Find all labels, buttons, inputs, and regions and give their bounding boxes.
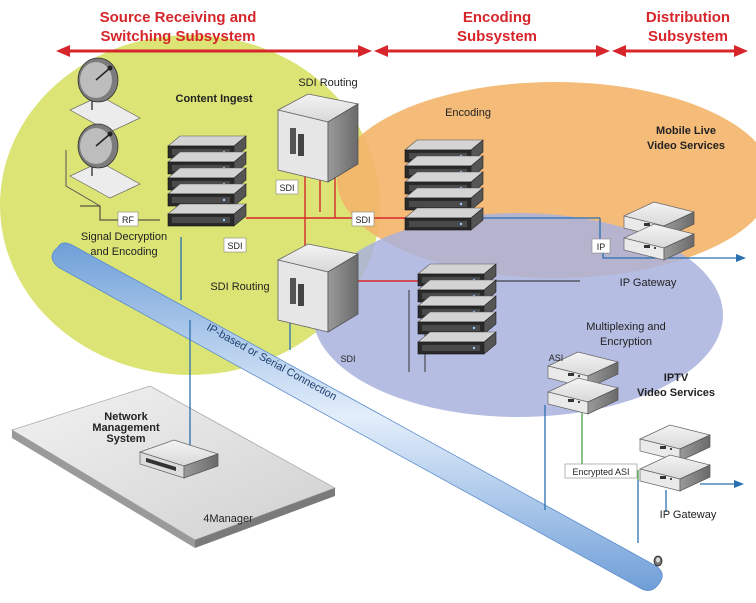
arrow-ip-out-top — [736, 254, 746, 262]
header-source-line1: Source Receiving and — [100, 9, 257, 26]
dish-bracket — [65, 150, 101, 207]
tag-ip: IP — [591, 238, 611, 254]
header-encoding-line2: Subsystem — [457, 28, 537, 45]
header-source-line2: Switching Subsystem — [100, 28, 255, 45]
label-iptv-line1: IPTV — [664, 372, 689, 384]
label-encoding: Encoding — [445, 107, 491, 119]
sdi-routing-mid-box — [276, 243, 360, 333]
label-sdi-4: SDI — [340, 354, 355, 364]
sdi-routing-top-box — [276, 93, 360, 183]
label-content-ingest: Content Ingest — [176, 93, 253, 105]
header-encoding: Encoding Subsystem — [457, 9, 537, 45]
label-mobile-live-line2: Video Services — [647, 140, 725, 152]
label-ip-gateway-top: IP Gateway — [620, 277, 677, 289]
tag-sdi-3-text: SDI — [355, 215, 370, 225]
label-iptv-line2: Video Services — [637, 387, 715, 399]
label-signal-decryption-line1: Signal Decryption — [81, 231, 167, 243]
label-sdi-routing-top: SDI Routing — [298, 77, 357, 89]
label-ip-gateway-bottom: IP Gateway — [660, 509, 717, 521]
label-sdi-routing-mid: SDI Routing — [210, 281, 269, 293]
label-nms-line2: Management — [92, 422, 160, 434]
tag-ip-text: IP — [597, 242, 606, 252]
label-manager: 4Manager — [203, 513, 253, 525]
label-nms-line1: Network — [104, 411, 148, 423]
tag-sdi-2: SDI — [223, 237, 247, 253]
tag-rf: RF — [117, 211, 139, 227]
header-distribution-line2: Subsystem — [648, 28, 728, 45]
iptv-zone — [313, 213, 723, 417]
tag-encrypted-asi: Encrypted ASI — [564, 463, 638, 479]
content-ingest-rack — [167, 135, 247, 227]
arrow-ip-out-bottom — [734, 480, 744, 488]
tag-encrypted-asi-text: Encrypted ASI — [572, 467, 629, 477]
satellite-dish-bottom — [69, 123, 141, 199]
tag-sdi-3: SDI — [351, 211, 375, 227]
tag-sdi-1-text: SDI — [279, 183, 294, 193]
satellite-dish-top — [69, 57, 141, 133]
ip-gateway-bottom-device — [639, 424, 711, 492]
header-encoding-line1: Encoding — [463, 9, 531, 26]
label-multiplexing-line2: Encryption — [600, 336, 652, 348]
encoding-rack — [404, 139, 484, 231]
tag-rf-text: RF — [122, 215, 134, 225]
label-signal-decryption-line2: and Encoding — [90, 246, 157, 258]
tag-sdi-2-text: SDI — [227, 241, 242, 251]
header-arrows — [56, 45, 748, 57]
nms-device — [138, 439, 220, 479]
ip-connection-pipe — [51, 242, 663, 591]
header-distribution-line1: Distribution — [646, 9, 730, 26]
label-asi: ASI — [549, 353, 564, 363]
status-indicator-icon — [653, 555, 663, 567]
header-distribution: Distribution Subsystem — [646, 9, 730, 45]
label-multiplexing-line1: Multiplexing and — [586, 321, 666, 333]
multiplexing-rack — [417, 263, 497, 355]
header-source: Source Receiving and Switching Subsystem — [100, 9, 257, 45]
label-nms-line3: System — [106, 433, 145, 445]
label-mobile-live-line1: Mobile Live — [656, 125, 716, 137]
tag-sdi-1: SDI — [275, 179, 299, 195]
